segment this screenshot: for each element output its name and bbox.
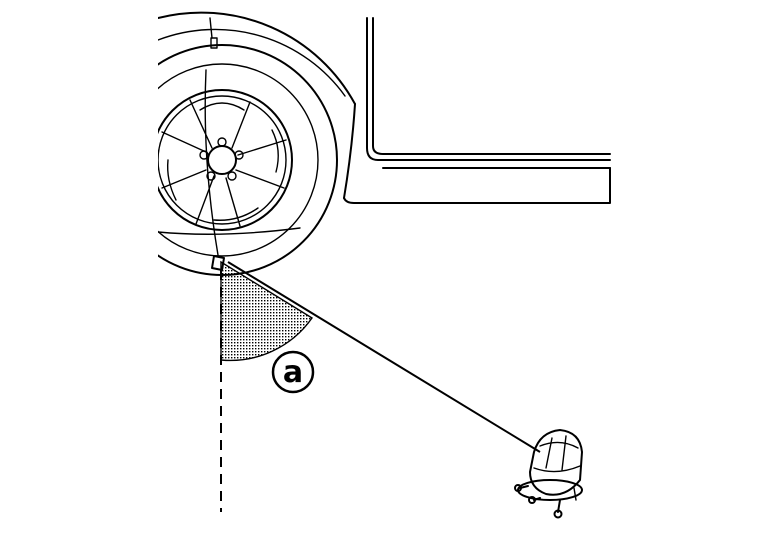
rim-inner — [158, 95, 287, 225]
tire-sidewall — [158, 63, 319, 257]
wheel — [158, 44, 338, 276]
laser-level-tool — [514, 429, 583, 519]
rim-outer — [158, 89, 293, 231]
lug-nuts — [199, 137, 244, 181]
angle-label: a — [271, 350, 315, 394]
hub-center — [207, 145, 237, 175]
rim-spokes — [161, 99, 287, 227]
laser-beam-line — [227, 261, 541, 453]
fender-arch-outer — [158, 11, 356, 105]
angle-label-text: a — [283, 355, 303, 390]
fender-arch-inner — [158, 28, 346, 97]
fender-arch-rear — [343, 103, 356, 199]
door-edge — [366, 17, 611, 161]
tool-base — [517, 479, 583, 501]
vehicle-body — [158, 11, 611, 204]
tool-body — [529, 429, 583, 496]
tire-mark — [204, 17, 219, 256]
tire-outer — [158, 44, 338, 276]
door-edge-inner — [372, 17, 611, 155]
angle-sector — [220, 260, 314, 362]
tire-contact-flat — [158, 227, 301, 235]
rocker-bottom — [343, 167, 611, 204]
